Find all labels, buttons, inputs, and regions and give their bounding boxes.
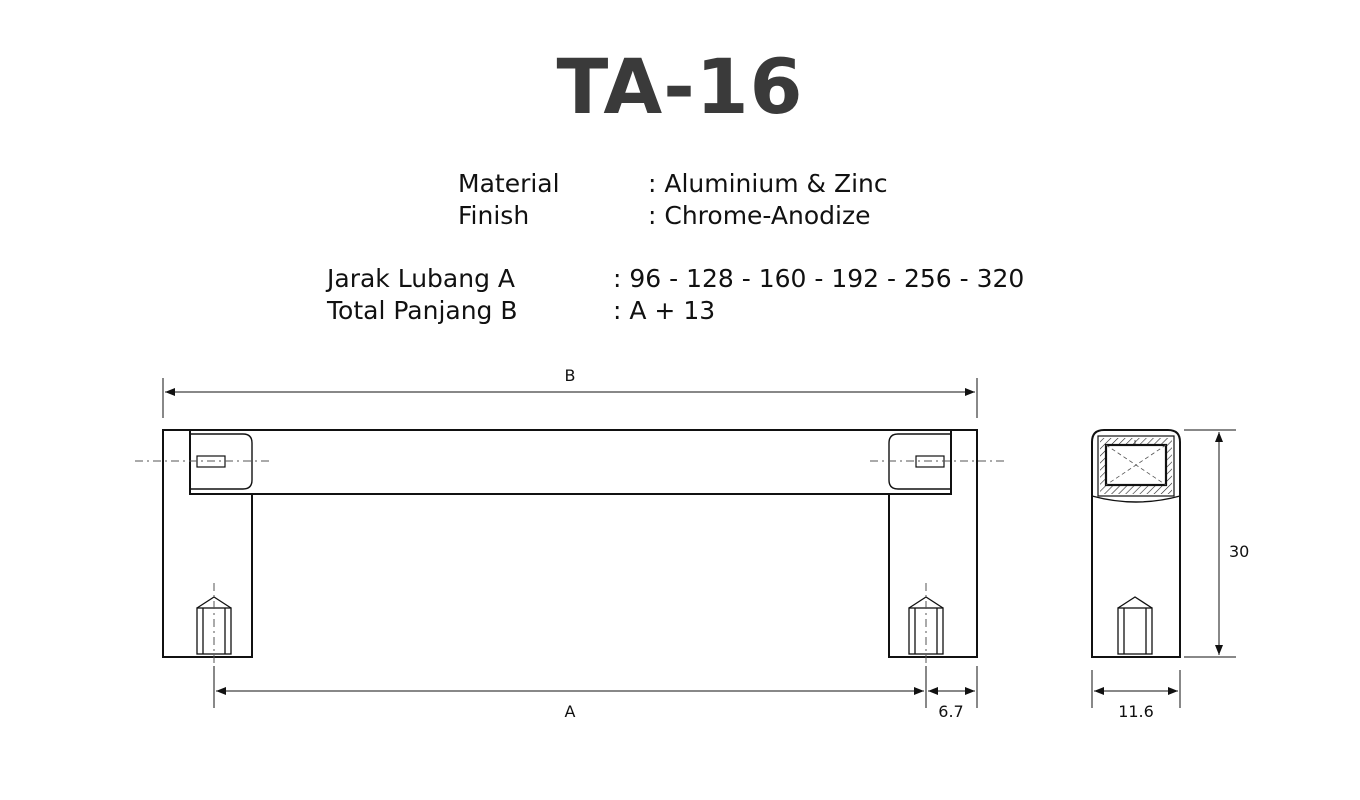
side-view	[1091, 429, 1181, 658]
spec-value: : Chrome-Anodize	[648, 201, 871, 230]
dimension-a	[213, 666, 978, 708]
dimension-offset-label: 6.7	[938, 702, 963, 721]
spec-value: : Aluminium & Zinc	[648, 169, 888, 198]
spec-label: Finish	[458, 201, 530, 230]
spec-finish: Finish : Chrome-Anodize	[458, 200, 908, 232]
spec-value: : 96 - 128 - 160 - 192 - 256 - 320	[613, 264, 1025, 293]
left-end-cap	[190, 433, 253, 490]
product-title: TA-16	[556, 42, 804, 131]
left-leg	[162, 429, 253, 658]
dimension-width-label: 11.6	[1118, 702, 1154, 721]
spec-label: Material	[458, 169, 560, 198]
centerlines	[135, 440, 1136, 665]
side-cross	[1105, 444, 1167, 486]
handle-bar	[189, 429, 952, 495]
dimension-b	[162, 378, 978, 418]
dimension-a-label: A	[565, 702, 576, 721]
spec-total-length: Total Panjang B : A + 13	[327, 295, 1047, 327]
side-curve	[1091, 495, 1181, 503]
spec-material: Material : Aluminium & Zinc	[458, 168, 908, 200]
dimension-height	[1184, 429, 1236, 658]
right-leg	[888, 429, 978, 658]
spec-label: Total Panjang B	[327, 296, 518, 325]
dimension-b-label: B	[565, 366, 576, 385]
spec-value: : A + 13	[613, 296, 716, 325]
spec-hole-distance: Jarak Lubang A : 96 - 128 - 160 - 192 - …	[327, 263, 1047, 295]
dimension-width	[1091, 670, 1181, 708]
dimension-height-label: 30	[1229, 542, 1249, 561]
side-outer-section	[1097, 435, 1175, 497]
front-view	[162, 429, 978, 658]
side-screw	[1117, 596, 1153, 655]
side-profile	[1091, 429, 1181, 658]
spec-label: Jarak Lubang A	[327, 264, 516, 293]
